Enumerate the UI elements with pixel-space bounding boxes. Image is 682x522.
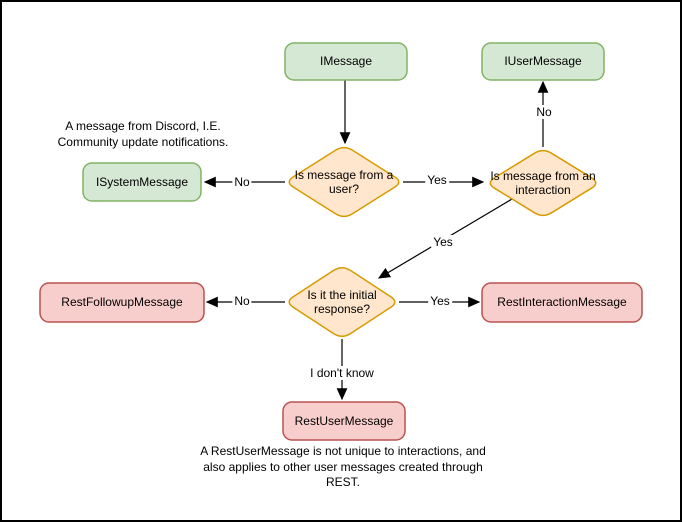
restfollowupmessage-node-shape xyxy=(39,282,205,323)
restusermessage-node-shape xyxy=(282,401,406,441)
from-interaction-decision-shape xyxy=(489,149,597,217)
edge-label-from-interaction-no: No xyxy=(534,105,554,119)
isystemmessage-node-shape xyxy=(82,162,202,202)
initial-response-decision-shape xyxy=(288,266,396,338)
system-message-note: A message from Discord, I.E. Community u… xyxy=(57,119,229,149)
from-user-decision-shape xyxy=(288,146,400,218)
rest-user-message-note: A RestUserMessage is not unique to inter… xyxy=(200,444,486,490)
edge-label-from-user-no: No xyxy=(232,175,252,189)
edge-label-initial-yes: Yes xyxy=(428,294,452,308)
edge-label-from-user-yes: Yes xyxy=(425,173,449,187)
edge-label-initial-no: No xyxy=(232,294,252,308)
edge-label-initial-unknown: I don't know xyxy=(308,366,376,380)
restinteractionmessage-node-shape xyxy=(481,282,643,323)
iusermessage-node-shape xyxy=(481,42,605,81)
imessage-node-shape xyxy=(284,42,408,81)
edge-label-from-interaction-yes: Yes xyxy=(431,235,455,249)
